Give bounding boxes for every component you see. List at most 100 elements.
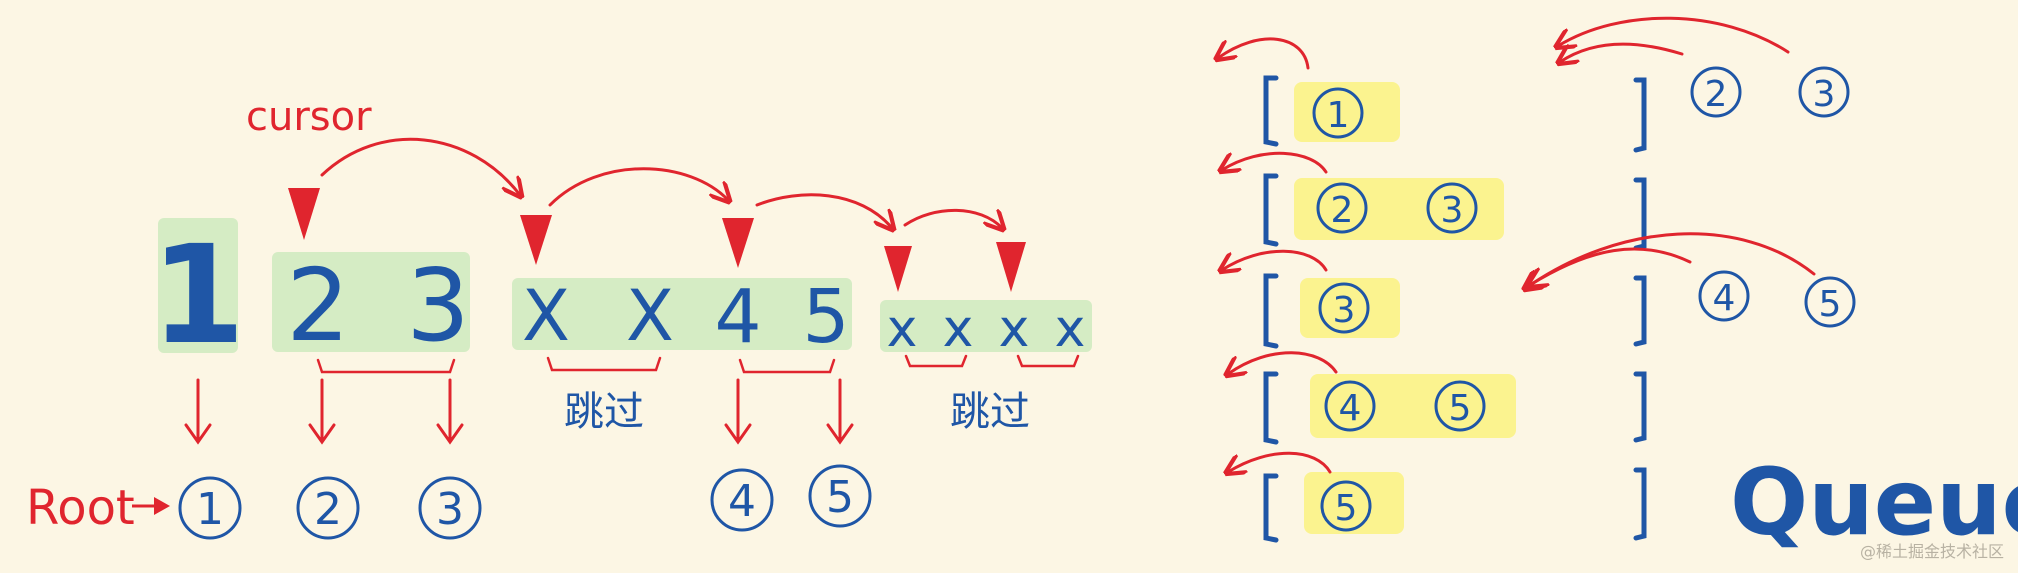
queue-left-bracket xyxy=(1263,371,1279,445)
tree-node-label: 2 xyxy=(314,484,342,535)
queue-highlight xyxy=(1310,374,1516,438)
queue-label: Queue xyxy=(1730,449,2018,556)
svg-text:3: 3 xyxy=(1333,290,1356,331)
queue-item: 5 xyxy=(1320,480,1372,532)
array-token: 1 xyxy=(151,217,246,375)
child-brackets xyxy=(316,354,1080,374)
queue-right-bracket xyxy=(1633,177,1647,251)
cursor-marker xyxy=(722,218,754,268)
down-arrow xyxy=(308,378,336,445)
cursor-marker xyxy=(996,242,1026,292)
svg-text:2: 2 xyxy=(1705,74,1728,115)
tree-node: 4 xyxy=(710,468,774,532)
cursor-marker xyxy=(520,215,552,265)
array-token: X xyxy=(626,275,674,357)
skip-bracket xyxy=(1016,354,1080,368)
dequeue-arrow xyxy=(1222,151,1328,172)
skip-label: 跳过 xyxy=(950,389,1030,435)
incoming-items: 2 3 4 5 xyxy=(1690,66,1856,328)
queue-left-bracket xyxy=(1263,173,1279,247)
queue-item: 2 xyxy=(1316,182,1368,234)
highlight-tokens-x-4-5 xyxy=(512,278,852,350)
svg-text:1: 1 xyxy=(1327,95,1350,136)
queue-right-bracket xyxy=(1633,467,1647,541)
skip-bracket xyxy=(904,354,968,368)
enqueue-arrow xyxy=(1530,247,1692,285)
incoming-item: 2 xyxy=(1690,66,1742,118)
cursor-marker xyxy=(288,188,320,240)
incoming-item: 5 xyxy=(1804,276,1856,328)
array-token: X xyxy=(522,275,570,357)
array-token: 4 xyxy=(714,274,761,360)
enqueue-arrow xyxy=(1560,42,1684,62)
root-arrow xyxy=(132,497,170,515)
array-token: 2 xyxy=(286,247,350,364)
tree-node: 2 xyxy=(296,476,360,540)
svg-text:5: 5 xyxy=(1335,488,1358,529)
svg-text:4: 4 xyxy=(1339,388,1362,429)
tree-node: 1 xyxy=(178,476,242,540)
dequeue-arrow xyxy=(1228,351,1338,374)
down-arrow xyxy=(826,378,854,445)
array-token: x xyxy=(943,299,974,359)
array-tokens: 1 2 3 X X 4 5 x x x x xyxy=(151,217,1086,375)
svg-text:4: 4 xyxy=(1713,278,1736,319)
tree-node: 5 xyxy=(808,464,872,528)
queue-highlight xyxy=(1294,178,1504,240)
down-arrow xyxy=(724,378,752,445)
skip-label: 跳过 xyxy=(564,389,644,435)
down-arrow xyxy=(184,378,212,445)
dequeue-arrow xyxy=(1222,249,1328,270)
cursor-move-arrow xyxy=(548,167,728,207)
svg-text:2: 2 xyxy=(1331,190,1354,231)
queue-item: 5 xyxy=(1434,380,1486,432)
tree-nodes: 1 2 3 4 5 xyxy=(178,464,872,540)
array-token: x xyxy=(1055,299,1086,359)
tree-node-label: 1 xyxy=(196,484,224,535)
cursor-move-arrow xyxy=(755,193,892,228)
highlight-token-1 xyxy=(158,218,238,353)
enqueue-arrows xyxy=(1526,16,1816,288)
down-arrows xyxy=(184,378,854,445)
array-token: 5 xyxy=(802,274,849,360)
queue-item: 4 xyxy=(1324,380,1376,432)
array-token: 3 xyxy=(406,247,470,364)
child-bracket xyxy=(316,358,456,374)
tree-node-label: 5 xyxy=(826,472,854,523)
dequeue-arrow xyxy=(1218,37,1310,70)
cursor-move-arrows xyxy=(320,137,1002,228)
queue-left-bracket xyxy=(1263,273,1279,349)
queue-left-bracket xyxy=(1263,75,1279,147)
dequeue-arrow xyxy=(1228,451,1332,472)
array-highlights xyxy=(158,218,1092,353)
queue-item: 3 xyxy=(1426,182,1478,234)
queue-right-bracket xyxy=(1633,77,1647,153)
array-token: x xyxy=(887,299,918,359)
cursor-marker xyxy=(884,246,912,292)
queue-right-bracket xyxy=(1633,371,1647,443)
queue-items: 1 2 3 3 4 5 5 xyxy=(1312,87,1486,532)
watermark: @稀土掘金技术社区 xyxy=(1859,542,2004,561)
enqueue-arrow xyxy=(1526,232,1816,288)
array-token: x xyxy=(999,299,1030,359)
queue-item: 1 xyxy=(1312,87,1364,139)
enqueue-arrow xyxy=(1558,16,1790,54)
queue-brackets xyxy=(1263,75,1647,543)
highlight-tokens-2-3 xyxy=(272,252,470,352)
svg-text:3: 3 xyxy=(1441,190,1464,231)
dequeue-arrows xyxy=(1218,37,1338,472)
cursor-move-arrow xyxy=(320,137,520,195)
incoming-item: 4 xyxy=(1698,270,1750,322)
tree-node-label: 3 xyxy=(436,484,464,535)
svg-text:5: 5 xyxy=(1449,388,1472,429)
child-bracket xyxy=(738,358,836,374)
incoming-item: 3 xyxy=(1798,66,1850,118)
queue-left-bracket xyxy=(1263,473,1279,543)
tree-node: 3 xyxy=(418,476,482,540)
queue-item: 3 xyxy=(1318,282,1370,334)
skip-bracket xyxy=(546,356,662,372)
down-arrow xyxy=(436,378,464,445)
queue-highlights xyxy=(1294,82,1516,534)
